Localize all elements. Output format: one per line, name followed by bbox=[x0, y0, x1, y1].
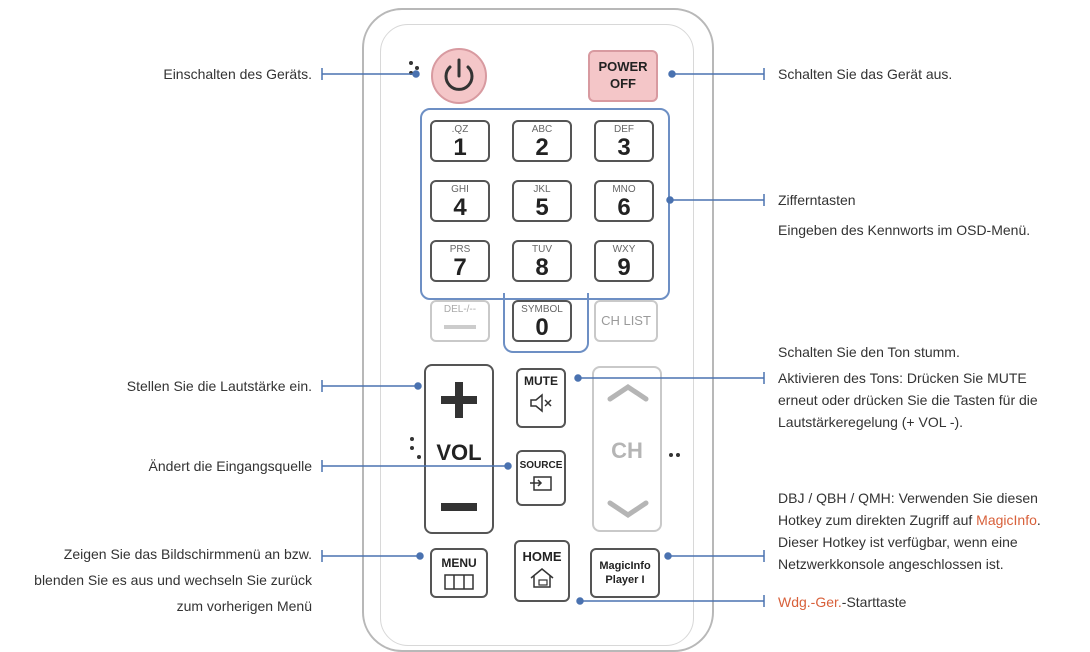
key-digit: 2 bbox=[535, 134, 549, 161]
menu-button[interactable]: MENU bbox=[430, 548, 488, 598]
key-letters: WXY bbox=[612, 244, 636, 255]
key-letters: DEF bbox=[614, 124, 634, 135]
mute-speaker-icon bbox=[530, 393, 552, 413]
annotation-mute-desc-3: Lautstärkeregelung (+ VOL -). bbox=[778, 414, 964, 430]
dots-vol bbox=[408, 436, 422, 462]
key-letters: TUV bbox=[532, 244, 552, 255]
magicinfo-button[interactable]: MagicInfo Player I bbox=[590, 548, 660, 598]
annotation-magicinfo-4: Netzwerkkonsole angeschlossen ist. bbox=[778, 556, 1004, 572]
annotation-magicinfo-2c: . bbox=[1036, 512, 1041, 528]
key-digit: 0 bbox=[535, 314, 549, 341]
number-key-9[interactable]: WXY 9 bbox=[594, 240, 654, 282]
annotation-menu-3: zum vorherigen Menü bbox=[176, 598, 312, 614]
plus-icon bbox=[441, 382, 477, 418]
ch-list-label: CH LIST bbox=[601, 313, 651, 328]
home-icon bbox=[530, 568, 554, 588]
annotation-number-keys-title: Zifferntasten bbox=[778, 192, 856, 208]
power-off-button[interactable]: POWER OFF bbox=[588, 50, 658, 102]
annotation-volume: Stellen Sie die Lautstärke ein. bbox=[126, 378, 312, 394]
del-button[interactable]: DEL-/-- bbox=[430, 300, 490, 342]
key-letters: PRS bbox=[449, 244, 471, 255]
annotation-home-rest: -Starttaste bbox=[841, 594, 907, 610]
annotation-source: Ändert die Eingangsquelle bbox=[148, 458, 312, 474]
annotation-home-accent: Wdg.-Ger. bbox=[778, 594, 842, 610]
key-digit: 9 bbox=[617, 254, 631, 281]
magicinfo-label-2: Player I bbox=[605, 574, 645, 586]
callout-lines bbox=[321, 68, 765, 607]
number-key-3[interactable]: DEF 3 bbox=[594, 120, 654, 162]
annotation-magicinfo-2a: Hotkey zum direkten Zugriff auf bbox=[778, 512, 977, 528]
power-icon bbox=[444, 58, 474, 91]
number-key-4[interactable]: GHI 4 bbox=[430, 180, 490, 222]
annotation-mute-desc-1: Aktivieren des Tons: Drücken Sie MUTE bbox=[778, 370, 1027, 386]
annotation-magicinfo-3: Dieser Hotkey ist verfügbar, wenn eine bbox=[778, 534, 1018, 550]
power-button[interactable] bbox=[431, 48, 487, 104]
annotation-menu-2: blenden Sie es aus und wechseln Sie zurü… bbox=[34, 572, 312, 588]
number-key-2[interactable]: ABC 2 bbox=[512, 120, 572, 162]
key-digit: 4 bbox=[453, 194, 467, 221]
annotation-power-on: Einschalten des Geräts. bbox=[163, 66, 312, 82]
home-button[interactable]: HOME bbox=[514, 540, 570, 602]
key-letters: JKL bbox=[533, 184, 551, 195]
annotation-mute-desc-2: erneut oder drücken Sie die Tasten für d… bbox=[778, 392, 1038, 408]
number-key-5[interactable]: JKL 5 bbox=[512, 180, 572, 222]
menu-label: MENU bbox=[441, 556, 477, 570]
symbol-label: SYMBOL bbox=[521, 304, 563, 315]
annotation-magicinfo-1: DBJ / QBH / QMH: Verwenden Sie diesen bbox=[778, 490, 1038, 506]
annotation-power-off: Schalten Sie das Gerät aus. bbox=[778, 66, 953, 82]
minus-icon bbox=[441, 503, 477, 511]
source-input-icon bbox=[530, 476, 552, 491]
chevron-up-icon bbox=[607, 383, 649, 402]
volume-rocker[interactable]: VOL bbox=[424, 364, 494, 534]
key-digit: 5 bbox=[535, 194, 549, 221]
key-digit: 6 bbox=[617, 194, 631, 221]
annotation-menu-1: Zeigen Sie das Bildschirmmenü an bzw. bbox=[63, 546, 312, 562]
key-digit: 7 bbox=[453, 254, 467, 281]
source-label: SOURCE bbox=[519, 460, 563, 471]
chevron-down-icon bbox=[607, 500, 649, 519]
annotation-mute-title: Schalten Sie den Ton stumm. bbox=[778, 344, 960, 360]
mute-button[interactable]: MUTE bbox=[516, 368, 566, 428]
symbol-zero-button[interactable]: SYMBOL 0 bbox=[512, 300, 572, 342]
key-letters: MNO bbox=[612, 184, 636, 195]
key-digit: 8 bbox=[535, 254, 549, 281]
symbol-key-frame bbox=[503, 293, 589, 353]
del-label: DEL-/-- bbox=[443, 304, 477, 315]
number-key-6[interactable]: MNO 6 bbox=[594, 180, 654, 222]
annotation-number-keys-desc: Eingeben des Kennworts im OSD-Menü. bbox=[778, 222, 1031, 238]
key-letters: GHI bbox=[451, 184, 469, 195]
power-off-label-2: OFF bbox=[610, 76, 636, 91]
home-label: HOME bbox=[522, 549, 562, 564]
number-key-1[interactable]: .QZ 1 bbox=[430, 120, 490, 162]
del-bar bbox=[444, 325, 476, 329]
key-digit: 1 bbox=[453, 134, 467, 161]
mute-label: MUTE bbox=[524, 374, 558, 388]
magicinfo-label-1: MagicInfo bbox=[599, 560, 651, 572]
vol-label: VOL bbox=[436, 440, 482, 465]
ch-list-button[interactable]: CH LIST bbox=[594, 300, 658, 342]
ch-label: CH bbox=[611, 438, 643, 463]
key-letters: .QZ bbox=[451, 124, 469, 135]
source-button[interactable]: SOURCE bbox=[516, 450, 566, 506]
menu-grid-icon bbox=[444, 574, 474, 590]
annotation-home: Wdg.-Ger.-Starttaste bbox=[778, 592, 1078, 612]
number-keys-frame bbox=[420, 108, 670, 300]
channel-rocker[interactable]: CH bbox=[592, 366, 662, 532]
number-key-8[interactable]: TUV 8 bbox=[512, 240, 572, 282]
annotation-magicinfo-2: Hotkey zum direkten Zugriff auf MagicInf… bbox=[778, 510, 1088, 530]
key-digit: 3 bbox=[617, 134, 631, 161]
number-key-7[interactable]: PRS 7 bbox=[430, 240, 490, 282]
annotation-magicinfo-link: MagicInfo bbox=[976, 512, 1037, 528]
key-letters: ABC bbox=[531, 124, 553, 135]
dots-ch bbox=[668, 446, 682, 457]
power-off-label-1: POWER bbox=[598, 59, 648, 74]
